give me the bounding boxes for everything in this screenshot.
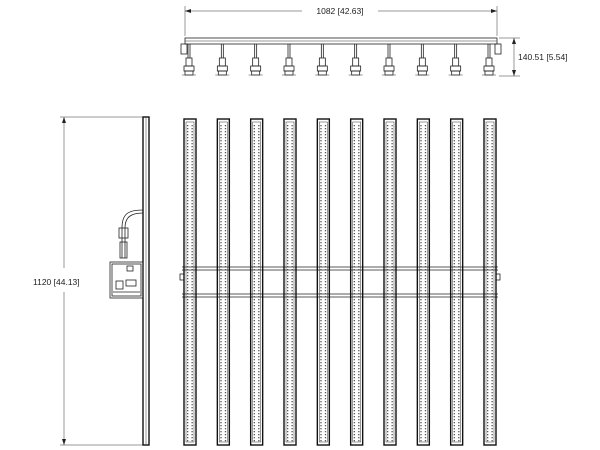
width-dimension: 1082 [42.63]	[184, 6, 498, 36]
side-view: 1120 [44.13]	[33, 116, 150, 446]
hanger	[382, 44, 396, 76]
height-dimension: 140.51 [5.54]	[499, 37, 568, 77]
length-dimension: 1120 [44.13]	[33, 116, 148, 446]
hanger	[215, 44, 230, 76]
led-bar	[183, 118, 197, 446]
hanger	[482, 44, 496, 76]
hanger	[248, 44, 263, 76]
hanger	[282, 44, 296, 76]
led-bar	[383, 118, 397, 446]
led-bar	[283, 118, 297, 446]
led-bar	[483, 118, 497, 446]
led-bar	[349, 118, 364, 446]
led-bar	[416, 118, 431, 446]
led-bar	[449, 118, 464, 446]
led-bar	[316, 118, 331, 446]
length-dimension-label: 1120 [44.13]	[33, 277, 80, 287]
width-dimension-label: 1082 [42.63]	[316, 6, 363, 16]
height-dimension-label: 140.51 [5.54]	[518, 52, 568, 62]
hanger-row	[182, 44, 496, 76]
hanger	[448, 44, 463, 76]
hanger	[415, 44, 430, 76]
led-bar	[249, 118, 264, 446]
top-view: 1082 [42.63] 140.51 [5.54]	[180, 6, 568, 77]
hanger	[182, 44, 196, 76]
led-bar	[216, 118, 231, 446]
cross-bars	[179, 266, 501, 298]
driver-box	[109, 261, 144, 299]
hanger	[348, 44, 363, 76]
front-view	[179, 118, 501, 446]
hanger	[315, 44, 330, 76]
led-bar-array	[183, 118, 497, 446]
